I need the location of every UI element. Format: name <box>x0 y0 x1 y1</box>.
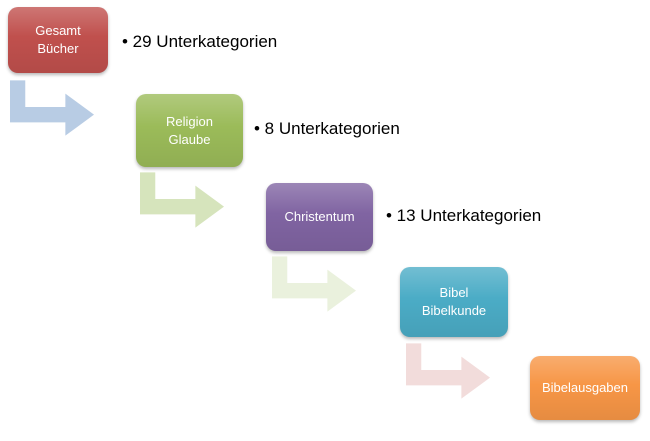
node-label-bibelausgaben: Bibelausgaben <box>541 380 629 396</box>
bullet-8-unterkategorien: • 8 Unterkategorien <box>254 119 400 138</box>
elbow-arrow-2-shape <box>140 172 224 228</box>
node-label-gesamt-buecher: Gesamt Bücher <box>35 23 81 56</box>
node-christentum: Christentum <box>266 183 373 251</box>
bullet-29-unterkategorien: • 29 Unterkategorien <box>122 32 278 51</box>
elbow-arrow-3 <box>272 256 356 312</box>
node-gesamt-buecher: Gesamt Bücher <box>8 7 108 73</box>
elbow-arrow-4 <box>406 343 490 399</box>
node-religion-glaube: Religion Glaube <box>136 94 243 167</box>
elbow-arrow-4-shape <box>406 343 490 399</box>
node-label-bibel-bibelkunde: Bibel Bibelkunde <box>421 285 487 318</box>
node-bibelausgaben: Bibelausgaben <box>530 356 640 420</box>
elbow-arrow-1-shape <box>10 80 94 136</box>
node-label-christentum: Christentum <box>284 209 355 225</box>
elbow-arrow-1 <box>10 80 94 136</box>
elbow-arrow-3-shape <box>272 256 356 312</box>
node-label-religion-glaube: Religion Glaube <box>166 113 213 147</box>
node-bibel-bibelkunde: Bibel Bibelkunde <box>400 267 508 337</box>
elbow-arrow-2 <box>140 172 224 228</box>
bullet-13-unterkategorien: • 13 Unterkategorien <box>386 206 542 225</box>
